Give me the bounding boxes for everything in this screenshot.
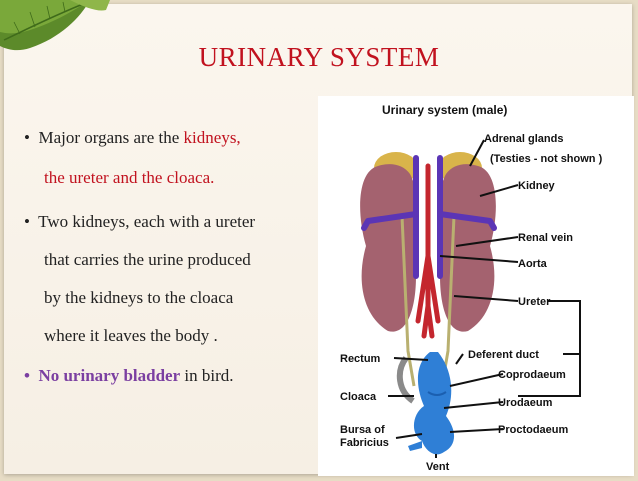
- label-adrenal-glands: Adrenal glands: [484, 133, 563, 145]
- bursa-duct: [408, 441, 422, 451]
- leaf-decoration-icon: [0, 0, 110, 51]
- bullet-2-line-2: that carries the urine produced: [44, 250, 251, 269]
- label-vent: Vent: [426, 461, 450, 473]
- label-bursa-line-2: Fabricius: [340, 437, 389, 449]
- diagram-title: Urinary system (male): [382, 103, 507, 117]
- bullet-1-line-2: the ureter and the cloaca.: [44, 168, 215, 187]
- label-rectum: Rectum: [340, 353, 381, 365]
- slide-title: URINARY SYSTEM: [198, 42, 440, 72]
- bullet-2-line-4: where it leaves the body .: [44, 326, 218, 345]
- bullet-marker: •: [24, 212, 30, 231]
- ureter-bracket: [518, 300, 581, 397]
- label-urodaeum: Urodaeum: [498, 397, 553, 409]
- label-bursa-line-1: Bursa of: [340, 424, 385, 436]
- urinary-system-diagram: Urinary system (male): [318, 96, 634, 476]
- bullet-3-text: in bird.: [180, 366, 234, 385]
- label-aorta: Aorta: [518, 258, 548, 270]
- bullet-marker: •: [24, 128, 30, 147]
- bullet-3-bold: No urinary bladder: [38, 366, 181, 385]
- renal-vein-branches: [361, 211, 497, 231]
- label-coprodaeum: Coprodaeum: [498, 369, 566, 381]
- bullet-marker: •: [24, 366, 30, 385]
- label-ureter: Ureter: [518, 296, 551, 308]
- cloaca-body: [413, 352, 455, 455]
- bullet-1-text: Major organs are the: [38, 128, 184, 147]
- label-proctodaeum: Proctodaeum: [498, 424, 569, 436]
- bullet-2-text: Two kidneys, each with a ureter: [38, 212, 256, 231]
- cloaca-fold: [427, 391, 447, 396]
- bullet-2-line-3: by the kidneys to the cloaca: [44, 288, 234, 307]
- bullet-1-highlight: kidneys,: [183, 128, 241, 147]
- label-cloaca: Cloaca: [340, 391, 377, 403]
- bullet-2-line-1: • Two kidneys, each with a ureter: [24, 212, 255, 232]
- label-testes: (Testies - not shown ): [490, 153, 603, 165]
- rectum: [396, 356, 415, 404]
- ureter-left: [400, 215, 416, 387]
- label-kidney: Kidney: [518, 180, 556, 192]
- label-deferent-duct: Deferent duct: [468, 349, 539, 361]
- bullet-1-line-1: • Major organs are the kidneys,: [24, 128, 241, 148]
- diagram-svg: Urinary system (male): [340, 103, 603, 473]
- bullet-3: • No urinary bladder in bird.: [24, 366, 234, 386]
- label-renal-vein: Renal vein: [518, 232, 573, 244]
- kidney-right: [438, 164, 496, 332]
- kidney-left: [360, 164, 418, 332]
- aorta: [415, 163, 441, 339]
